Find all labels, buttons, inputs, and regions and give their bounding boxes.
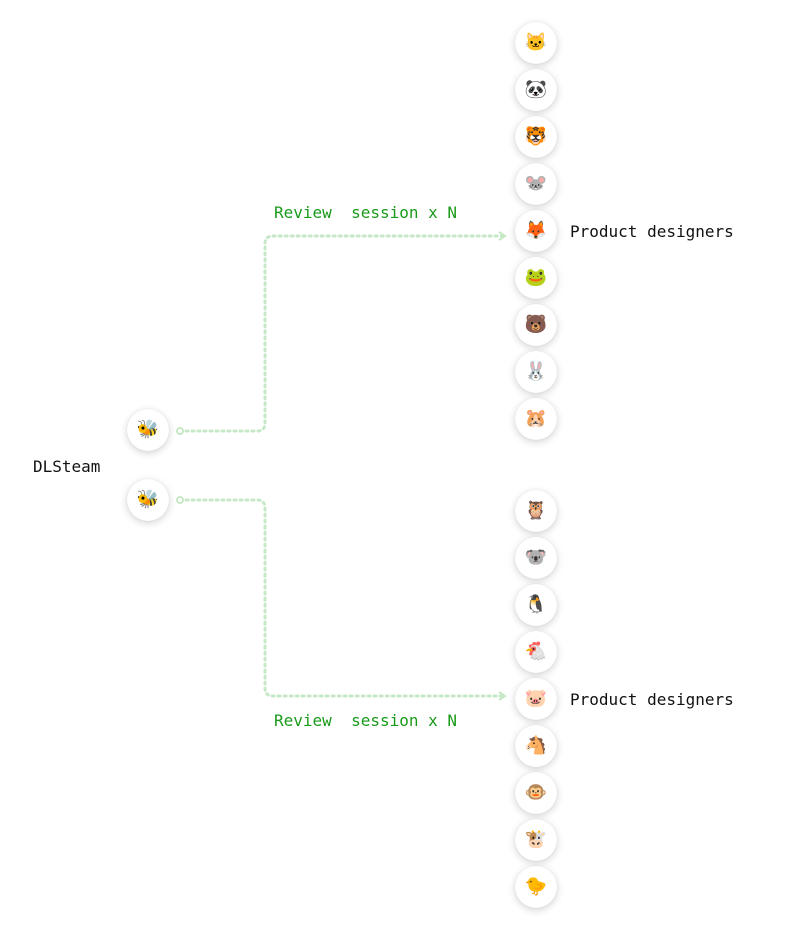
monkey-emoji: 🐵 xyxy=(524,782,548,803)
monkey-icon: 🐵 xyxy=(515,772,557,814)
panda-emoji: 🐼 xyxy=(524,79,548,100)
hamster-icon: 🐹 xyxy=(515,398,557,440)
bee-icon: 🐝 xyxy=(127,479,169,521)
connector-lower-start xyxy=(176,496,184,504)
fox-icon: 🦊 xyxy=(515,210,557,252)
tiger-emoji: 🐯 xyxy=(524,126,548,147)
edge-label-lower: Review session x N xyxy=(274,711,458,730)
horse-emoji: 🐴 xyxy=(524,735,548,756)
group-label-lower: Product designers xyxy=(570,690,734,709)
group-label-upper: Product designers xyxy=(570,222,734,241)
bee-icon: 🐝 xyxy=(127,409,169,451)
panda-icon: 🐼 xyxy=(515,69,557,111)
rabbit-emoji: 🐰 xyxy=(524,361,548,382)
owl-icon: 🦉 xyxy=(515,490,557,532)
frog-emoji: 🐸 xyxy=(524,267,548,288)
rabbit-icon: 🐰 xyxy=(515,351,557,393)
fox-emoji: 🦊 xyxy=(524,220,548,241)
penguin-icon: 🐧 xyxy=(515,584,557,626)
bear-icon: 🐻 xyxy=(515,304,557,346)
connector-upper-start xyxy=(176,427,184,435)
mouse-emoji: 🐭 xyxy=(524,173,548,194)
connector-lower-arrow xyxy=(498,691,507,701)
chick-icon: 🐤 xyxy=(515,866,557,908)
pig-icon: 🐷 xyxy=(515,678,557,720)
connector-lower xyxy=(178,498,505,698)
bee-emoji: 🐝 xyxy=(136,419,160,440)
chicken-emoji: 🐔 xyxy=(524,641,548,662)
hamster-emoji: 🐹 xyxy=(524,408,548,429)
tiger-icon: 🐯 xyxy=(515,116,557,158)
koala-emoji: 🐨 xyxy=(524,547,548,568)
pig-emoji: 🐷 xyxy=(524,688,548,709)
connector-upper-arrow xyxy=(498,231,507,241)
connector-upper xyxy=(178,234,505,433)
chicken-icon: 🐔 xyxy=(515,631,557,673)
frog-icon: 🐸 xyxy=(515,257,557,299)
cow-emoji: 🐮 xyxy=(524,829,548,850)
koala-icon: 🐨 xyxy=(515,537,557,579)
cat-icon: 🐱 xyxy=(515,22,557,64)
team-label: DLSteam xyxy=(33,457,101,476)
horse-icon: 🐴 xyxy=(515,725,557,767)
mouse-icon: 🐭 xyxy=(515,163,557,205)
cow-icon: 🐮 xyxy=(515,819,557,861)
owl-emoji: 🦉 xyxy=(524,500,548,521)
penguin-emoji: 🐧 xyxy=(524,594,548,615)
bear-emoji: 🐻 xyxy=(524,314,548,335)
edge-label-upper: Review session x N xyxy=(274,203,458,222)
cat-emoji: 🐱 xyxy=(524,32,548,53)
bee-emoji: 🐝 xyxy=(136,489,160,510)
chick-emoji: 🐤 xyxy=(524,876,548,897)
